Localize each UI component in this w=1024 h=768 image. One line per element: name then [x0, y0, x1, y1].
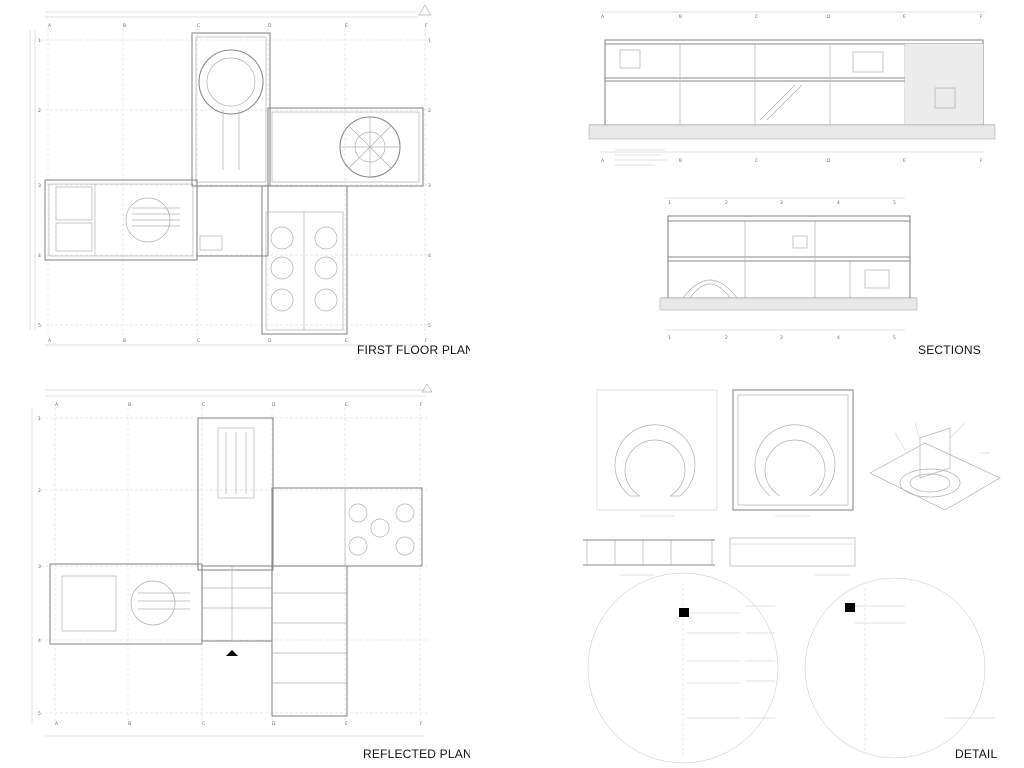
detail-enlarged-right: [804, 577, 995, 759]
detail-plan-left: [596, 389, 718, 517]
svg-text:F: F: [425, 338, 428, 344]
sections-caption: SECTIONS: [918, 343, 981, 357]
svg-text:2: 2: [428, 108, 431, 114]
detail-elevation: [729, 537, 856, 576]
svg-text:E: E: [345, 402, 348, 408]
svg-text:1: 1: [428, 38, 431, 44]
svg-text:D: D: [268, 23, 272, 29]
grid-labels: A B C D E F A B C D E F 1 2 3 4 5 1 2 3 …: [38, 23, 431, 344]
first-floor-plan-panel: A B C D E F A B C D E F 1 2 3 4 5 1 2 3 …: [0, 0, 470, 365]
svg-text:C: C: [197, 338, 200, 344]
svg-text:B: B: [128, 402, 131, 408]
svg-text:2: 2: [38, 488, 41, 494]
svg-text:2: 2: [725, 200, 728, 206]
svg-text:A: A: [48, 23, 52, 29]
upper-section: A B C D E F A B C D E: [588, 11, 996, 166]
dimension-lines: [31, 389, 425, 737]
svg-text:B: B: [679, 14, 682, 20]
svg-text:4: 4: [428, 253, 431, 259]
dimension-lines: [29, 11, 418, 346]
entrance-marker-icon: [226, 650, 238, 656]
svg-text:5: 5: [428, 323, 431, 329]
svg-text:A: A: [48, 338, 52, 344]
svg-text:3: 3: [780, 335, 783, 341]
detail-plan-right: [732, 389, 854, 517]
svg-text:5: 5: [893, 335, 896, 341]
north-arrow-icon: [418, 4, 432, 16]
svg-text:2: 2: [725, 335, 728, 341]
svg-text:A: A: [601, 158, 605, 164]
detail-enlarged-left: [587, 572, 779, 764]
sections-drawing: A B C D E F A B C D E: [588, 11, 996, 341]
svg-text:4: 4: [38, 253, 41, 259]
svg-text:A: A: [601, 14, 605, 20]
svg-text:3: 3: [428, 183, 431, 189]
svg-text:3: 3: [38, 183, 41, 189]
north-arrow-icon: [421, 383, 433, 393]
svg-text:B: B: [123, 23, 126, 29]
svg-text:1: 1: [668, 335, 671, 341]
svg-text:2: 2: [38, 108, 41, 114]
svg-text:5: 5: [38, 711, 41, 717]
detail-section: [583, 539, 715, 576]
svg-text:E: E: [345, 23, 348, 29]
detail-panel: DETAIL: [575, 378, 1024, 768]
svg-text:E: E: [345, 338, 348, 344]
svg-text:E: E: [345, 721, 348, 727]
sections-panel: A B C D E F A B C D E: [575, 0, 1024, 365]
grid-lines: [40, 28, 430, 335]
detail-caption: DETAIL: [955, 747, 998, 761]
svg-text:F: F: [980, 158, 983, 164]
svg-text:C: C: [755, 14, 758, 20]
svg-text:B: B: [128, 721, 131, 727]
grid-labels: A B C D E F A B C D E F 1 2 3 4 5: [38, 402, 423, 727]
svg-text:A: A: [55, 721, 59, 727]
svg-text:1: 1: [668, 200, 671, 206]
svg-text:1: 1: [38, 38, 41, 44]
svg-text:4: 4: [38, 638, 41, 644]
svg-text:5: 5: [38, 323, 41, 329]
svg-text:C: C: [202, 402, 205, 408]
ceiling-plan-walls: [49, 417, 423, 717]
svg-text:D: D: [827, 14, 831, 20]
svg-text:D: D: [272, 402, 276, 408]
svg-text:E: E: [903, 158, 906, 164]
svg-text:B: B: [679, 158, 682, 164]
svg-text:B: B: [123, 338, 126, 344]
svg-text:3: 3: [38, 564, 41, 570]
lower-section: 1 2 3 4 5 1 2 3 4 5: [659, 197, 918, 341]
svg-text:C: C: [755, 158, 758, 164]
detail-drawing: [583, 389, 1001, 764]
first-floor-plan-drawing: A B C D E F A B C D E F 1 2 3 4 5 1 2 3 …: [29, 4, 432, 346]
svg-text:A: A: [55, 402, 59, 408]
svg-text:4: 4: [837, 200, 840, 206]
svg-text:D: D: [268, 338, 272, 344]
reflected-plan-drawing: A B C D E F A B C D E F 1 2 3 4 5: [31, 383, 433, 737]
svg-text:F: F: [420, 402, 423, 408]
reflected-plan-panel: A B C D E F A B C D E F 1 2 3 4 5: [0, 378, 470, 768]
svg-text:4: 4: [837, 335, 840, 341]
detail-perspective: [869, 422, 1001, 511]
svg-text:1: 1: [38, 416, 41, 422]
svg-text:3: 3: [780, 200, 783, 206]
svg-text:D: D: [272, 721, 276, 727]
plan-walls: [44, 32, 424, 335]
svg-text:D: D: [827, 158, 831, 164]
first-floor-plan-caption: FIRST FLOOR PLAN: [357, 343, 470, 357]
svg-text:E: E: [903, 14, 906, 20]
svg-text:5: 5: [893, 200, 896, 206]
svg-text:F: F: [980, 14, 983, 20]
svg-text:C: C: [197, 23, 200, 29]
svg-text:F: F: [420, 721, 423, 727]
svg-text:C: C: [202, 721, 205, 727]
reflected-plan-caption: REFLECTED PLAN: [363, 747, 470, 761]
svg-text:F: F: [425, 23, 428, 29]
